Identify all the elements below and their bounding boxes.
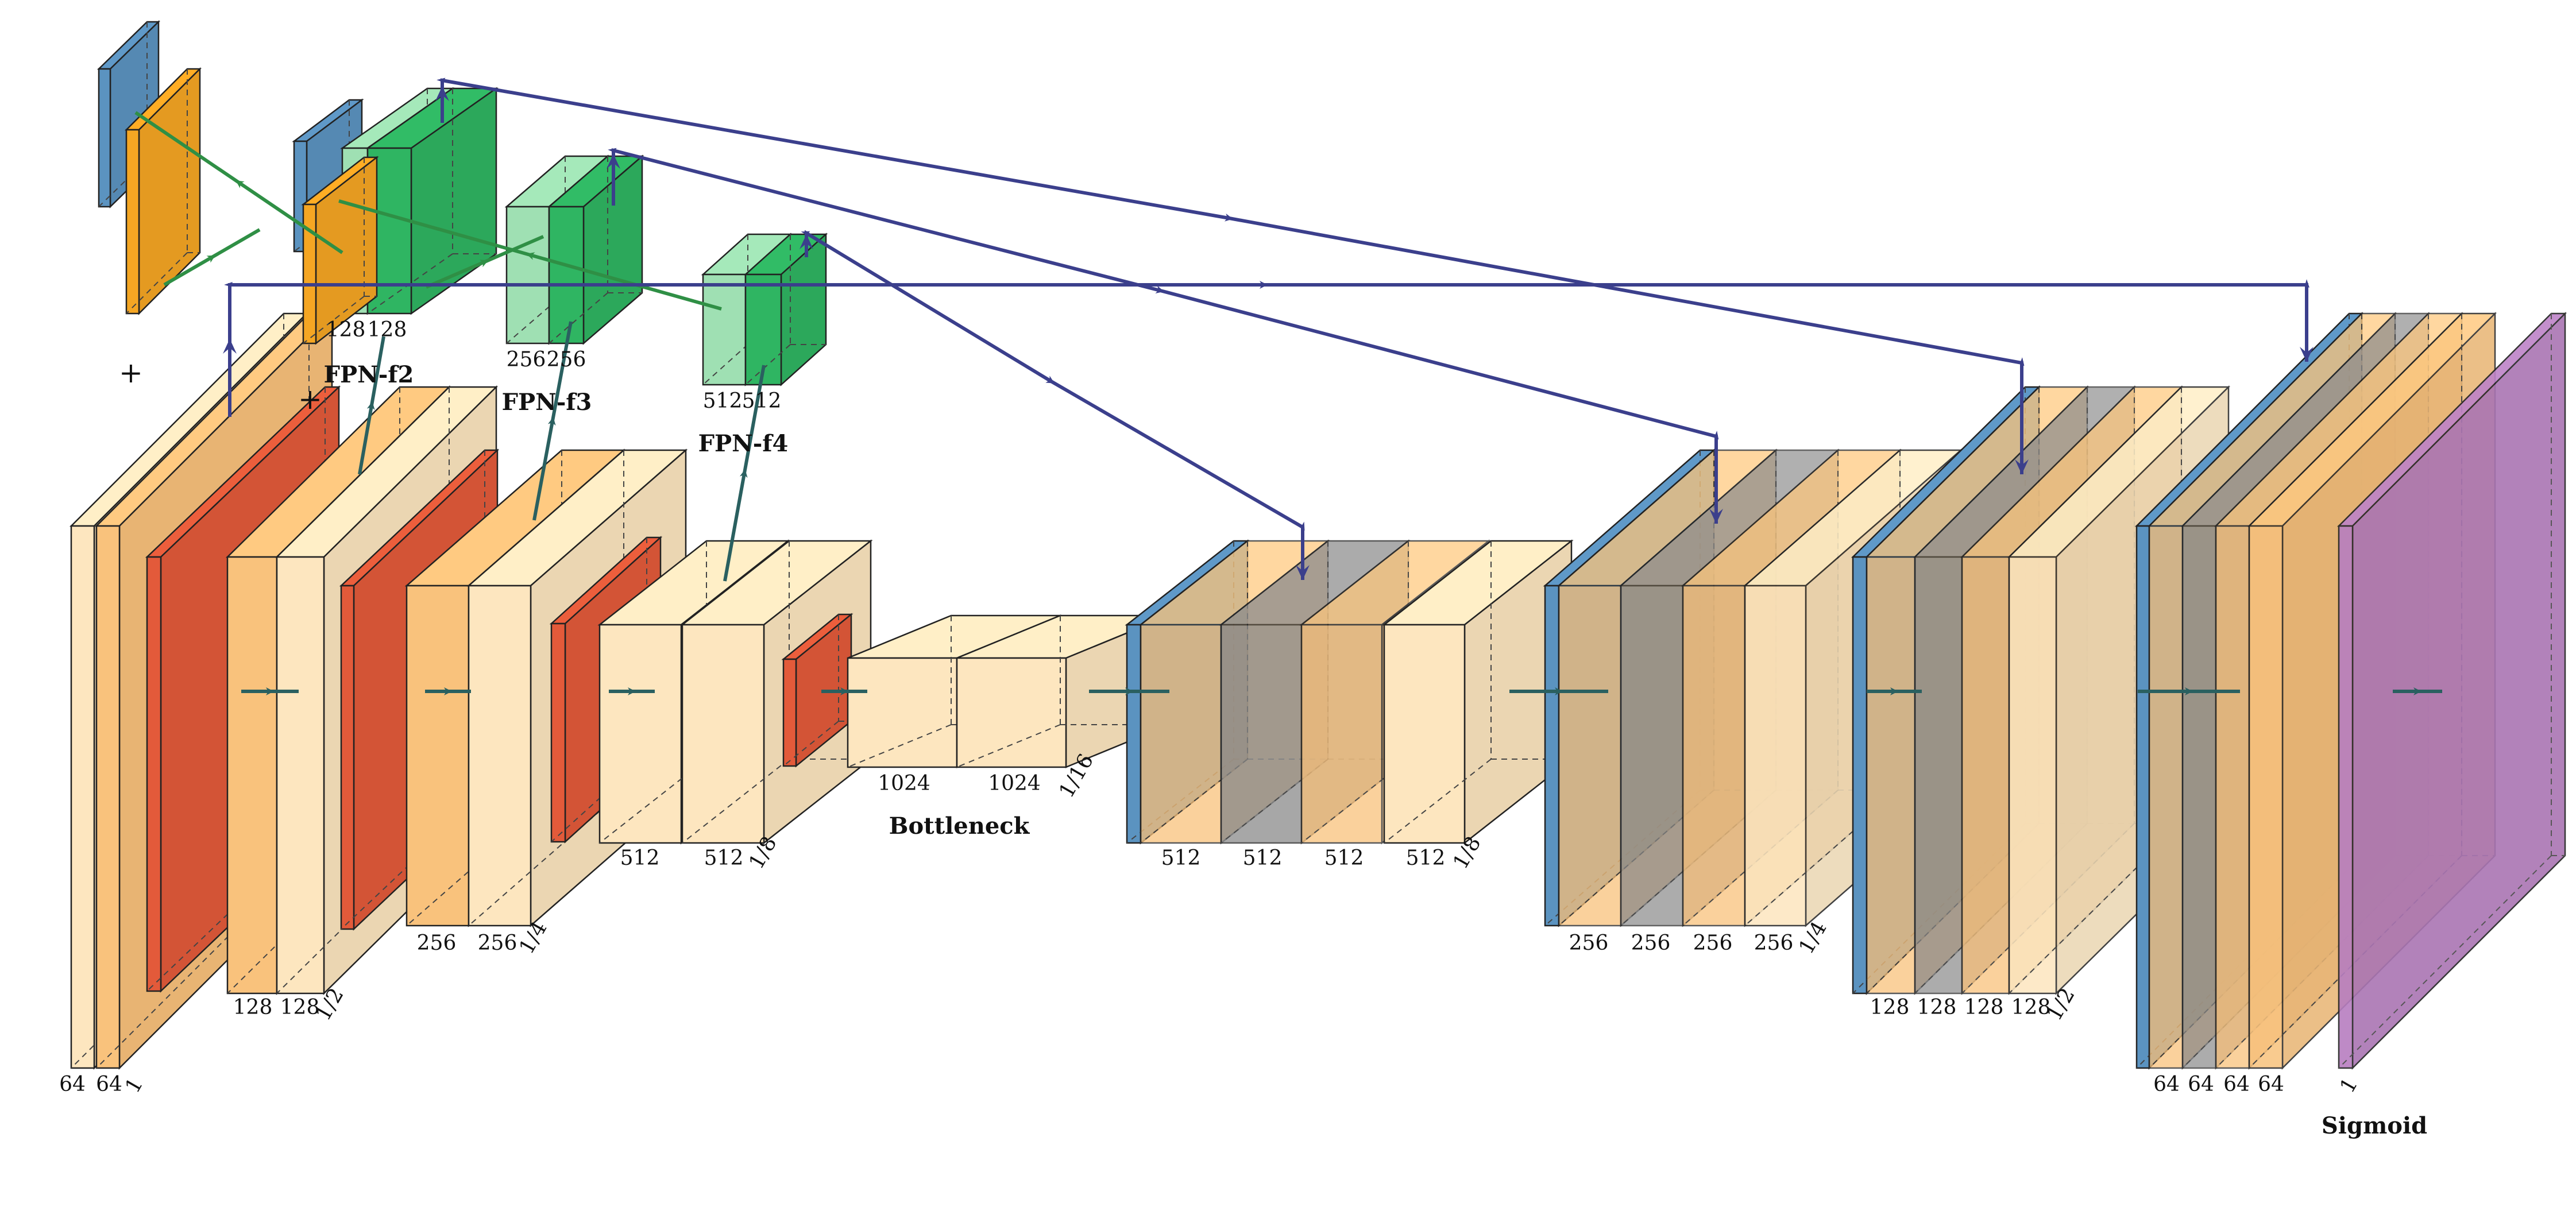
skip-up-arrowhead-3 — [607, 154, 620, 169]
connection-arrows — [134, 78, 2442, 695]
e2-ch2-label: 128 — [280, 996, 320, 1019]
d3-ch2-label: 256 — [1631, 931, 1671, 955]
d2-ch1-label: 128 — [1870, 996, 1910, 1019]
d4-ch2-label: 512 — [1243, 846, 1283, 870]
fpn-arrow-2 — [134, 111, 343, 254]
d4-ch3-label: 512 — [1324, 846, 1364, 870]
fpn-f2-ch1-label: 128 — [326, 318, 366, 342]
e4-ch2-label: 512 — [704, 846, 744, 870]
d2-ch3-label: 128 — [1964, 996, 2004, 1019]
plus-symbol-1: + — [119, 356, 143, 389]
d1-ch2-label: 64 — [2188, 1073, 2214, 1096]
skip-arrowhead-2 — [2015, 459, 2029, 474]
e1-scale-label: 1 — [121, 1074, 148, 1097]
fpn-f3-label: FPN-f3 — [502, 389, 592, 416]
fpn-f3-ch1-label: 256 — [507, 348, 546, 372]
plus-symbol-2: + — [298, 382, 322, 416]
d1-ch1-label: 64 — [2153, 1073, 2180, 1096]
d1-ch3-label: 64 — [2223, 1073, 2250, 1096]
skip-arrowhead-4 — [1296, 565, 1310, 580]
d4-ch1-label: 512 — [1161, 846, 1201, 870]
flow-to-fpn-f2 — [358, 336, 385, 475]
e3-ch1-label: 256 — [417, 931, 457, 955]
fpn-f4-ch2-label: 512 — [742, 389, 782, 413]
d2-ch4-label: 128 — [2011, 996, 2051, 1019]
d3-ch4-label: 256 — [1754, 931, 1794, 955]
skip-up-arrowhead-2 — [435, 86, 449, 101]
bottleneck-title: Bottleneck — [889, 813, 1030, 840]
fpn-f2-ch2-label: 128 — [368, 318, 407, 342]
fpn-arrow-1 — [163, 228, 261, 287]
network-blocks — [69, 20, 2567, 1070]
e3-ch2-label: 256 — [478, 931, 517, 955]
skip-up-arrowhead-1 — [223, 339, 237, 354]
e1-ch2-label: 64 — [96, 1073, 122, 1096]
output-sigmoid — [2336, 311, 2567, 1070]
output-scale-label: 1 — [2335, 1074, 2362, 1097]
text-labels: 64 64 1 128 128 1/2 256 256 1/4 512 512 … — [59, 318, 2427, 1139]
e1-ch1-label: 64 — [59, 1073, 86, 1096]
d1-ch4-label: 64 — [2258, 1073, 2284, 1096]
e2-ch1-label: 128 — [233, 996, 273, 1019]
d2-ch2-label: 128 — [1917, 996, 1957, 1019]
skip-arrowhead-3 — [1709, 509, 1723, 524]
skip-arrowhead-1 — [2300, 347, 2314, 362]
d3-ch3-label: 256 — [1693, 931, 1733, 955]
fpn-top-orange — [124, 67, 202, 316]
fpn-f2-orange — [301, 156, 379, 345]
e4-ch1-label: 512 — [620, 846, 660, 870]
d4-ch4-label: 512 — [1406, 846, 1446, 870]
d3-ch1-label: 256 — [1569, 931, 1609, 955]
sigmoid-label: Sigmoid — [2322, 1112, 2427, 1139]
bottleneck-ch2-label: 1024 — [988, 772, 1041, 795]
fpn-f4-label: FPN-f4 — [698, 430, 789, 457]
bottleneck-ch1-label: 1024 — [878, 772, 930, 795]
fpn-f4-ch1-label: 512 — [703, 389, 743, 413]
skip-f2-d2 — [437, 78, 2025, 474]
skip-up-arrowhead-4 — [800, 234, 813, 249]
fpn-f2-label: FPN-f2 — [324, 361, 414, 388]
fpn-f3-ch2-label: 256 — [547, 348, 586, 372]
